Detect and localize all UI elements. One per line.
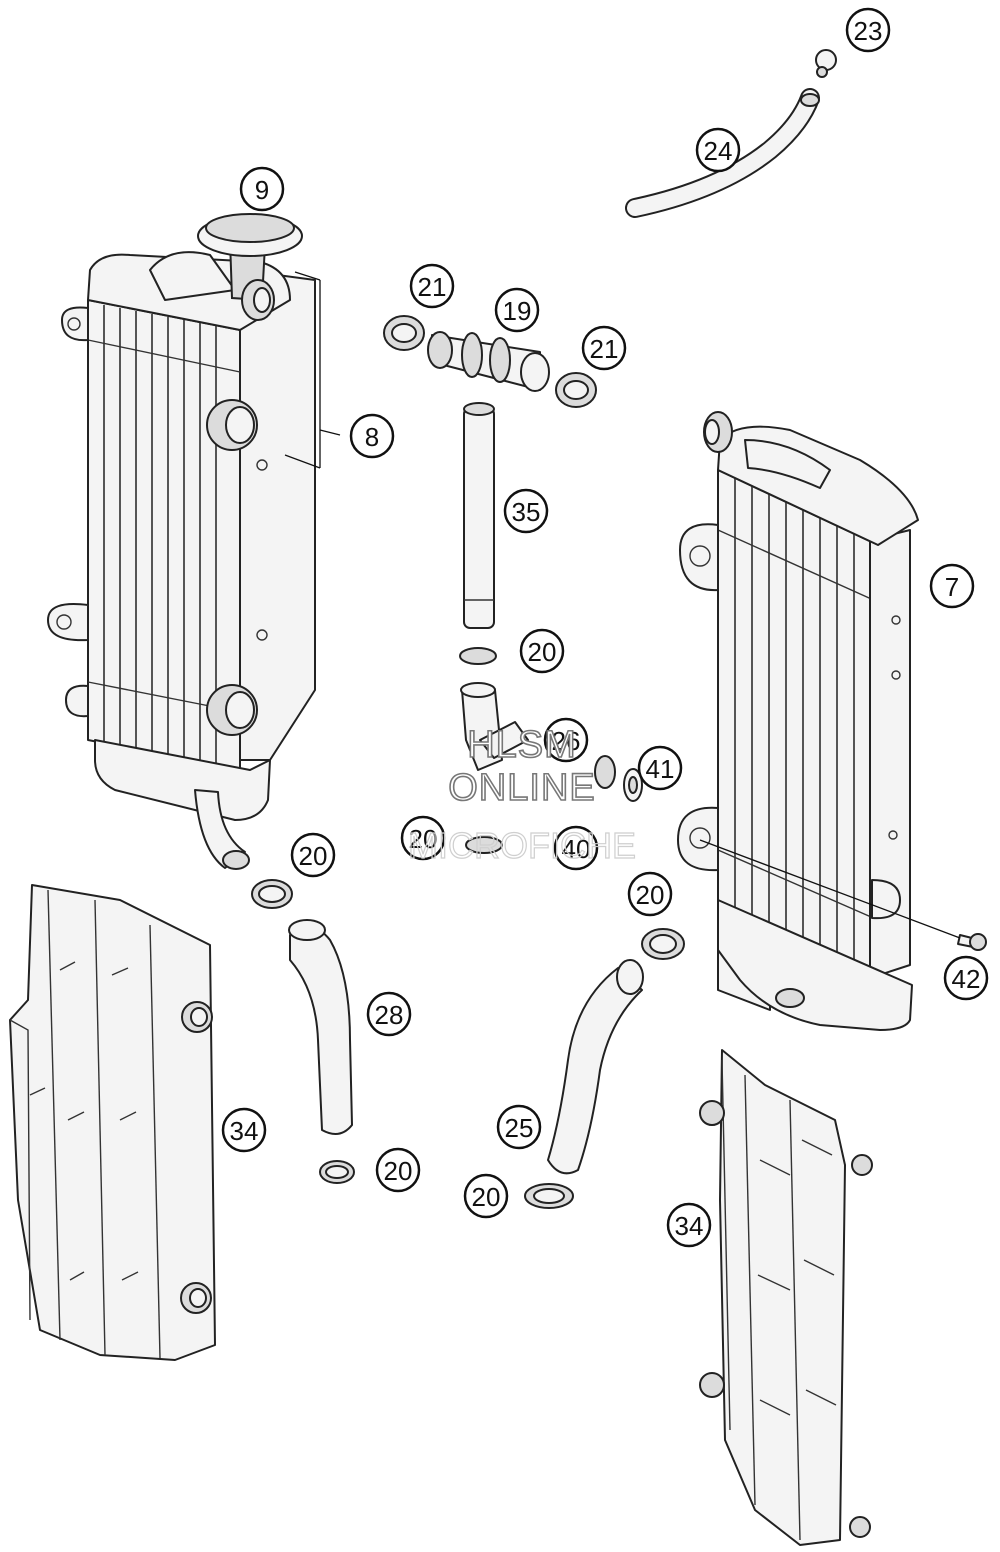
callout-c20c: 20: [290, 832, 336, 878]
callout-c20e: 20: [375, 1147, 421, 1193]
callout-circle: [581, 325, 627, 371]
callout-c7: 7: [929, 563, 975, 609]
grommet-spacer: [594, 755, 643, 802]
callout-circle: [375, 1147, 421, 1193]
callout-c20f: 20: [463, 1173, 509, 1219]
callout-number: 7: [945, 572, 959, 602]
callout-circle: [349, 413, 395, 459]
callout-c26: 26: [543, 717, 589, 763]
tee-fitting: [383, 315, 597, 408]
callout-number: 42: [952, 964, 981, 994]
callout-c8: 8: [349, 413, 395, 459]
callout-circle: [496, 1104, 542, 1150]
callout-c20a: 20: [519, 628, 565, 674]
callout-number: 34: [230, 1116, 259, 1146]
coolant-pipe: [463, 402, 495, 629]
callout-circle: [543, 717, 589, 763]
callout-c42: 42: [943, 955, 989, 1001]
callout-number: 25: [505, 1113, 534, 1143]
watermark-line-2: ONLINE: [448, 767, 595, 809]
callout-c41: 41: [637, 745, 683, 791]
callout-c23: 23: [845, 7, 891, 53]
callout-number: 20: [528, 637, 557, 667]
callout-number: 21: [590, 334, 619, 364]
callout-circle: [666, 1202, 712, 1248]
callout-circle: [627, 871, 673, 917]
callout-c40: 40: [553, 825, 599, 871]
right-radiator: [677, 411, 987, 1031]
callout-circle: [695, 127, 741, 173]
callout-number: 41: [646, 754, 675, 784]
callout-circle: [943, 955, 989, 1001]
callout-number: 20: [299, 841, 328, 871]
callout-c34b: 34: [666, 1202, 712, 1248]
callout-c20d: 20: [627, 871, 673, 917]
callout-circle: [290, 832, 336, 878]
callout-number: 9: [255, 175, 269, 205]
center-hose: [459, 647, 529, 854]
callout-c24: 24: [695, 127, 741, 173]
callout-circle: [239, 166, 285, 212]
callout-number: 21: [418, 272, 447, 302]
callout-c21b: 21: [581, 325, 627, 371]
left-radiator: [47, 213, 316, 870]
watermark: HLSM ONLINE MICROFICHE: [407, 723, 636, 866]
leader-lines: [284, 271, 341, 469]
callout-number: 34: [675, 1211, 704, 1241]
callout-c20b: 20: [400, 815, 446, 861]
callout-circle: [519, 628, 565, 674]
callout-circle: [400, 815, 446, 861]
callout-number: 28: [375, 1000, 404, 1030]
callout-number: 20: [472, 1182, 501, 1212]
callout-c21a: 21: [409, 263, 455, 309]
callout-number: 20: [384, 1156, 413, 1186]
callout-number: 23: [854, 16, 883, 46]
callout-number: 20: [636, 880, 665, 910]
callout-circle: [409, 263, 455, 309]
watermark-line-1: HLSM: [467, 724, 577, 766]
callout-number: 40: [562, 834, 591, 864]
callout-number: 19: [503, 296, 532, 326]
overflow-hose: [625, 49, 837, 218]
watermark-line-3: MICROFICHE: [408, 825, 636, 866]
callout-number: 8: [365, 422, 379, 452]
radiator-hose-left: [288, 919, 353, 1135]
callout-circle: [366, 991, 412, 1037]
radiator-hose-right: [547, 959, 644, 1175]
callout-number: 35: [512, 497, 541, 527]
callout-circle: [637, 745, 683, 791]
callout-circle: [845, 7, 891, 53]
callout-circle: [494, 287, 540, 333]
callout-circle: [503, 488, 549, 534]
callout-c35: 35: [503, 488, 549, 534]
callout-circle: [463, 1173, 509, 1219]
right-shroud: [699, 1049, 873, 1546]
callout-c28: 28: [366, 991, 412, 1037]
callout-number: 20: [409, 824, 438, 854]
callout-circle: [929, 563, 975, 609]
callout-c25: 25: [496, 1104, 542, 1150]
callout-circle: [553, 825, 599, 871]
hose-clamps: [251, 879, 685, 1209]
callout-number: 26: [552, 726, 581, 756]
callout-circle: [221, 1107, 267, 1153]
left-shroud: [9, 884, 216, 1361]
callout-c19: 19: [494, 287, 540, 333]
callout-c9: 9: [239, 166, 285, 212]
callout-layer: 9 8 23 24 21 19 21 35 20 26 20 41 40 7 20 20 42 28 34 25 20 2…: [221, 7, 989, 1248]
callout-number: 24: [704, 136, 733, 166]
callout-c34a: 34: [221, 1107, 267, 1153]
